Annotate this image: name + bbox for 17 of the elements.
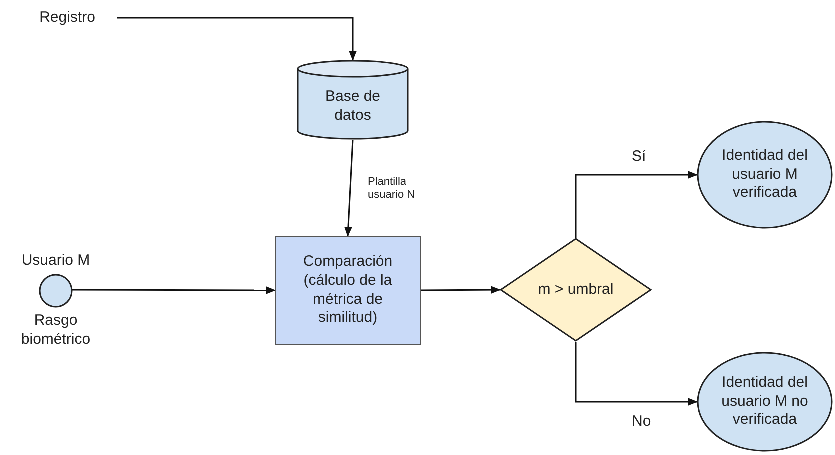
node-heading: Usuario M [22,252,90,271]
arrow [344,140,354,237]
arrow [421,286,501,294]
outcome-ellipse: Identidad del usuario M verificada [697,121,833,229]
start-label: Registro [20,6,115,30]
outcome-ellipse: Identidad del usuario M no verificada [697,352,833,452]
arrow [71,286,276,294]
process-box: Comparación (cálculo de la métrica de similitud) [275,236,421,345]
edge-label: Sí [632,148,648,166]
arrow [575,171,698,238]
arrow [575,342,698,406]
node-caption: Rasgo biométrico [20,312,92,350]
edge-label: No [632,413,652,431]
arrow [117,17,357,61]
decision-diamond: m > umbral [500,238,652,342]
database-cylinder: Base de datos [297,60,409,140]
edge-label: Plantilla usuario N [368,176,416,202]
